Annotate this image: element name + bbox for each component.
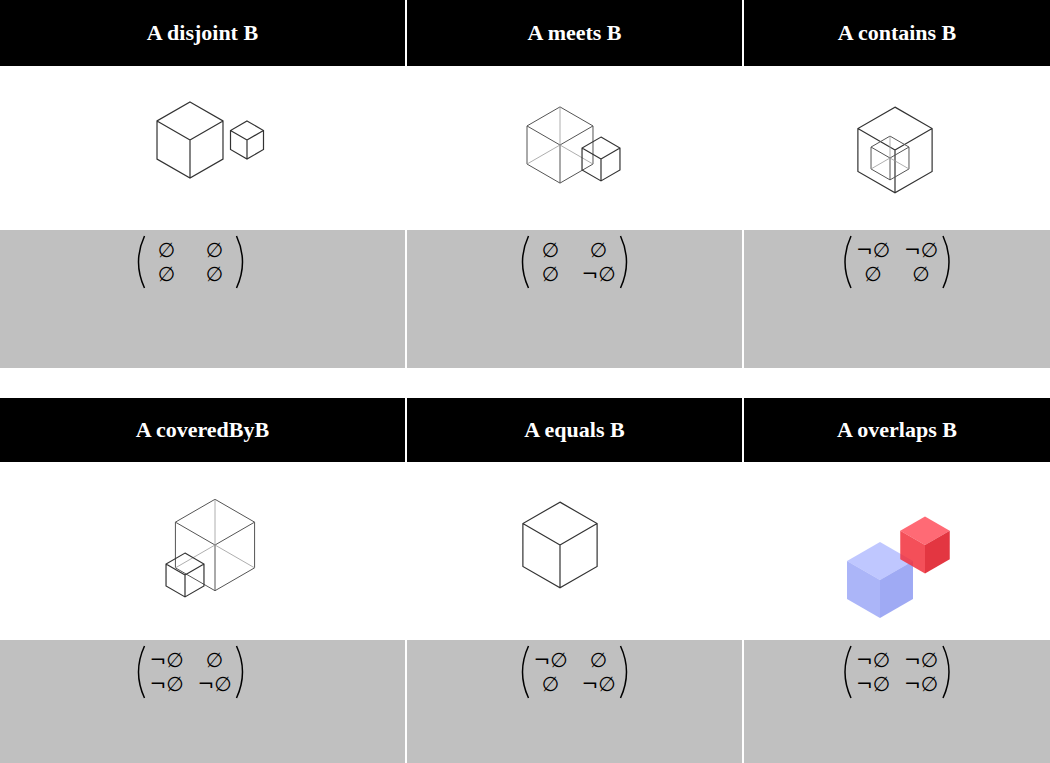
relation-panel: A equals B	[407, 398, 742, 462]
matrix-bracket	[523, 236, 627, 288]
matrix-entry: ¬∅	[904, 672, 938, 696]
matrix-bracket	[139, 236, 950, 698]
matrix-entry: ∅	[206, 648, 223, 672]
grey-band	[0, 230, 1050, 763]
header-bar: A contains B	[744, 0, 1050, 66]
relation-title: A meets B	[527, 20, 621, 46]
header-bar: A overlaps B	[744, 398, 1050, 462]
matrix-entry: ∅	[158, 262, 175, 286]
matrix-entry: ¬∅	[856, 648, 890, 672]
matrix-bracket	[523, 646, 627, 698]
relation-panel: A meets B	[407, 0, 742, 66]
relation-panel: A disjoint B	[0, 0, 405, 66]
matrix-entry: ∅	[542, 262, 559, 286]
matrix-bracket	[139, 646, 243, 698]
matrix-entry: ¬∅	[149, 648, 183, 672]
header-bar: A meets B	[407, 0, 742, 66]
matrix-entry: ¬∅	[197, 672, 231, 696]
header-bar: A coveredByB	[0, 398, 405, 462]
matrix-entry: ∅	[542, 672, 559, 696]
matrix-entry: ∅	[542, 238, 559, 262]
cube-drawing	[157, 102, 950, 618]
header-bar: A equals B	[407, 398, 742, 462]
matrix-bracket	[845, 646, 949, 698]
matrix-entry: ∅	[206, 238, 223, 262]
matrix-entry: ∅	[590, 238, 607, 262]
matrix-entry: ¬∅	[581, 262, 615, 286]
relation-title: A contains B	[838, 20, 957, 46]
matrix-entry: ¬∅	[856, 238, 890, 262]
matrix-entry: ¬∅	[904, 238, 938, 262]
relation-panel: A contains B	[744, 0, 1050, 66]
relation-title: A disjoint B	[147, 20, 258, 46]
relation-panel: A overlaps B	[744, 398, 1050, 462]
relation-title: A overlaps B	[837, 417, 957, 443]
matrix-entry: ¬∅	[533, 648, 567, 672]
relation-title: A equals B	[524, 417, 624, 443]
matrix-entry: ¬∅	[856, 672, 890, 696]
matrix-entry: ∅	[590, 648, 607, 672]
relation-panel: A coveredByB	[0, 398, 405, 462]
matrix-entry: ∅	[864, 262, 881, 286]
matrix-entry: ¬∅	[149, 672, 183, 696]
matrix-bracket	[845, 236, 949, 288]
matrix-entry: ∅	[206, 262, 223, 286]
relation-title: A coveredByB	[136, 417, 269, 443]
matrix-entry: ¬∅	[904, 648, 938, 672]
header-bar: A disjoint B	[0, 0, 405, 66]
matrix-entry: ¬∅	[581, 672, 615, 696]
matrix-entry: ∅	[158, 238, 175, 262]
matrix-bracket	[139, 236, 243, 288]
matrix-entry: ∅	[912, 262, 929, 286]
